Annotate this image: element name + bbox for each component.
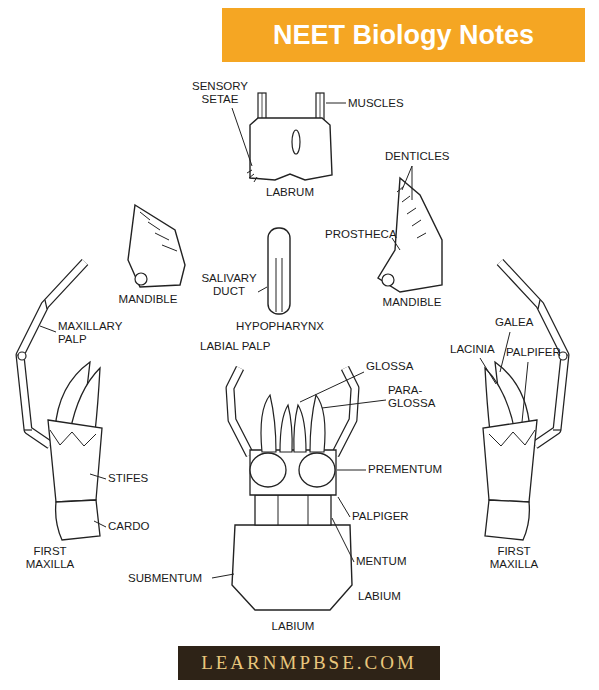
illustration-part (247, 170, 257, 182)
part-label: MENTUM (356, 555, 421, 568)
illustration-part (140, 212, 177, 251)
illustration-part (250, 118, 332, 180)
illustration-part (322, 400, 386, 408)
illustration-part (299, 453, 335, 487)
title-banner: NEET Biology Notes (222, 8, 585, 62)
part-label: MAXILLARY PALP (58, 320, 128, 346)
part-label: CARDO (108, 520, 158, 533)
illustration-part (332, 518, 354, 562)
title-text: NEET Biology Notes (273, 20, 534, 51)
part-label: GALEA (495, 316, 545, 329)
part-label: LACINIA (450, 343, 505, 356)
illustration-part (412, 166, 413, 200)
illustration-part (232, 108, 252, 166)
illustration-part (276, 258, 277, 312)
part-label: LABIUM (258, 620, 328, 633)
illustration-part (402, 166, 412, 190)
illustration-part (230, 368, 250, 455)
illustration-part (258, 287, 267, 292)
watermark: LEARNMPBSE.COM (178, 646, 440, 680)
part-label: HYPOPHARYNX (225, 320, 335, 333)
part-label: MUSCLES (348, 97, 418, 110)
illustration-part (480, 358, 496, 384)
illustration-part (255, 495, 331, 525)
illustration-part (94, 521, 106, 527)
illustration-part (522, 362, 528, 422)
illustration-part (382, 274, 394, 286)
illustration-part (261, 395, 276, 452)
part-label: LABIUM (358, 590, 423, 603)
illustration-part (128, 205, 185, 287)
illustration-part (268, 228, 290, 314)
part-label: MANDIBLE (108, 293, 188, 306)
illustration-part (300, 372, 364, 402)
part-label: GLOSSA (366, 360, 426, 373)
illustration-part (310, 395, 325, 452)
illustration-part (483, 262, 568, 540)
part-label: PARA- GLOSSA (388, 384, 443, 410)
part-label: SALIVARY DUCT (198, 272, 260, 298)
illustration-part (17, 262, 102, 540)
part-label: PALPIGER (352, 510, 427, 523)
illustration-part (250, 453, 286, 487)
part-label: SENSORY SETAE (190, 80, 250, 106)
part-label: PREMENTUM (368, 463, 453, 476)
part-label: MANDIBLE (372, 296, 452, 309)
illustration-part (250, 450, 336, 495)
part-label: SUBMENTUM (128, 572, 210, 585)
illustration-part (232, 525, 352, 610)
part-label: STIFES (108, 472, 168, 485)
part-label: DENTICLES (385, 150, 465, 163)
part-label: LABRUM (250, 186, 330, 199)
illustration-part (337, 470, 366, 471)
part-label: FIRST MAXILLA (14, 545, 86, 571)
illustration-part (338, 497, 350, 517)
illustration-part (212, 574, 234, 578)
illustration-part (294, 405, 306, 452)
illustration-part (280, 405, 292, 452)
illustration-part (135, 273, 147, 285)
part-label: LABIAL PALP (200, 340, 280, 353)
illustration-part (90, 474, 106, 479)
part-label: PROSTHECA (325, 228, 400, 241)
illustration-part (292, 130, 300, 154)
part-label: PALPIFER (506, 346, 566, 359)
illustration-part (230, 368, 250, 455)
leader-lines (40, 103, 528, 578)
illustration-part (326, 103, 346, 104)
illustration-part (40, 326, 56, 332)
illustration-part (282, 258, 283, 312)
part-label: FIRST MAXILLA (478, 545, 550, 571)
